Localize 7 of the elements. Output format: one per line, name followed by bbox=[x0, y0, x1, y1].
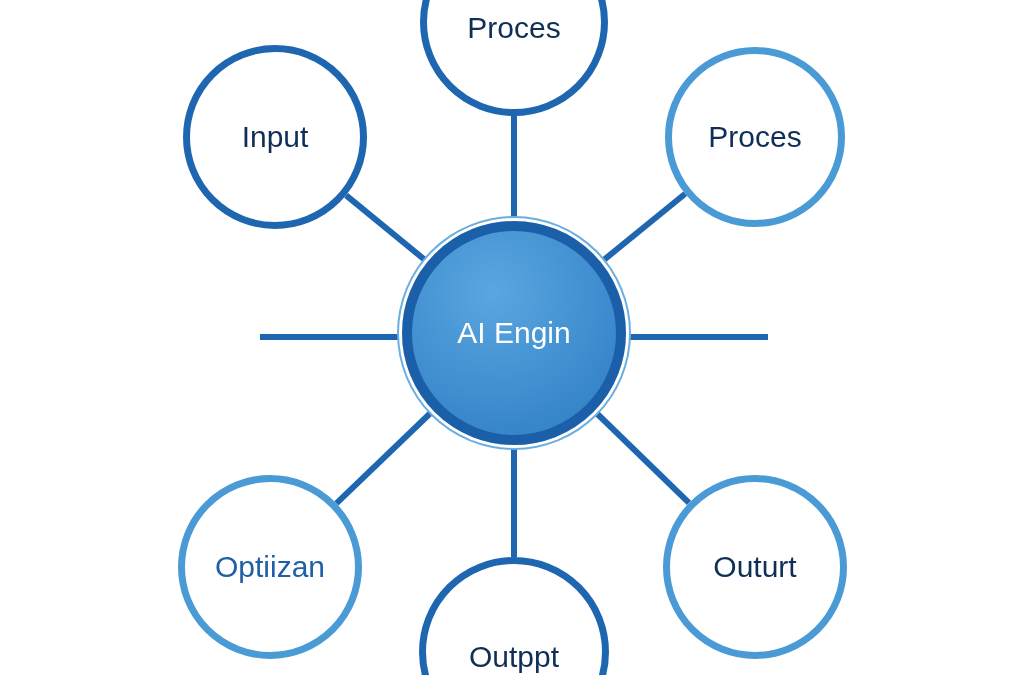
node-label: Proces bbox=[708, 120, 802, 154]
node-label: Input bbox=[241, 120, 309, 154]
node-label: Outppt bbox=[468, 640, 560, 674]
node-label: Outurt bbox=[713, 550, 797, 584]
node-label: Proces bbox=[467, 11, 561, 45]
node-label: Optiizan bbox=[214, 550, 326, 584]
node-label: AI Engin bbox=[457, 316, 571, 350]
